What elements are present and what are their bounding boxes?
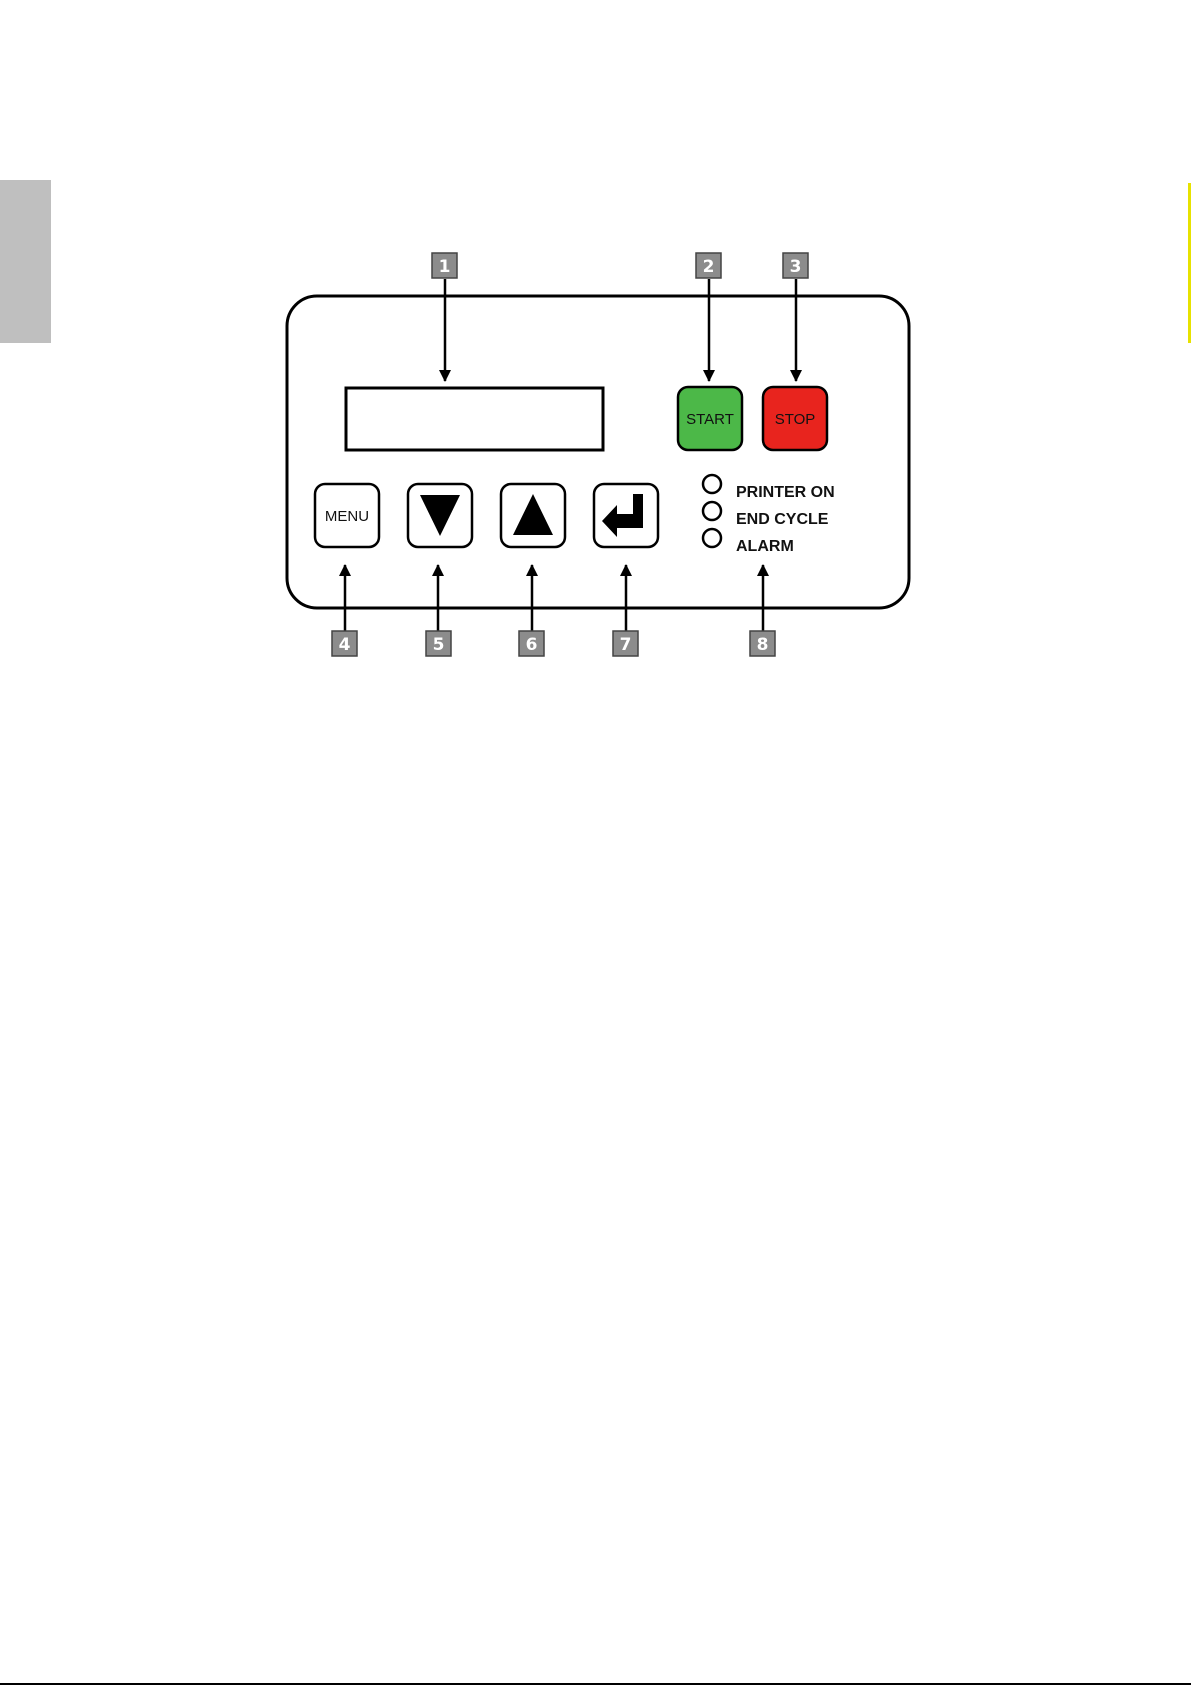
callout-number: 8: [757, 635, 769, 655]
menu-button-label: MENU: [325, 508, 369, 525]
callout-number: 4: [339, 635, 351, 655]
lcd-display: [346, 388, 603, 450]
indicator-label: END CYCLE: [736, 511, 829, 528]
callout-3: 3: [783, 253, 808, 278]
start-button-label: START: [686, 411, 734, 428]
callout-number: 1: [439, 257, 451, 277]
callout-1: 1: [432, 253, 457, 278]
callout-number: 2: [703, 257, 715, 277]
callout-number: 6: [526, 635, 538, 655]
stop-button-label: STOP: [775, 411, 816, 428]
down-button[interactable]: [408, 484, 472, 547]
callout-6: 6: [519, 631, 544, 656]
callout-2: 2: [696, 253, 721, 278]
indicator-label: PRINTER ON: [736, 484, 835, 501]
callout-7: 7: [613, 631, 638, 656]
panel-outline: [287, 296, 909, 608]
enter-button[interactable]: [594, 484, 658, 547]
menu-button[interactable]: MENU: [315, 484, 379, 547]
callout-number: 7: [620, 635, 632, 655]
printer-on-led-icon: [703, 475, 721, 493]
callout-number: 5: [433, 635, 445, 655]
up-button[interactable]: [501, 484, 565, 547]
start-button[interactable]: START: [678, 387, 742, 450]
end-cycle-led-icon: [703, 502, 721, 520]
callout-number: 3: [790, 257, 802, 277]
callout-4: 4: [332, 631, 357, 656]
callout-8: 8: [750, 631, 775, 656]
indicator-label: ALARM: [736, 538, 794, 555]
control-panel-diagram: START STOP MENU PRINTER ON END CYCLE ALA…: [0, 0, 1191, 700]
alarm-led-icon: [703, 529, 721, 547]
stop-button[interactable]: STOP: [763, 387, 827, 450]
callout-5: 5: [426, 631, 451, 656]
